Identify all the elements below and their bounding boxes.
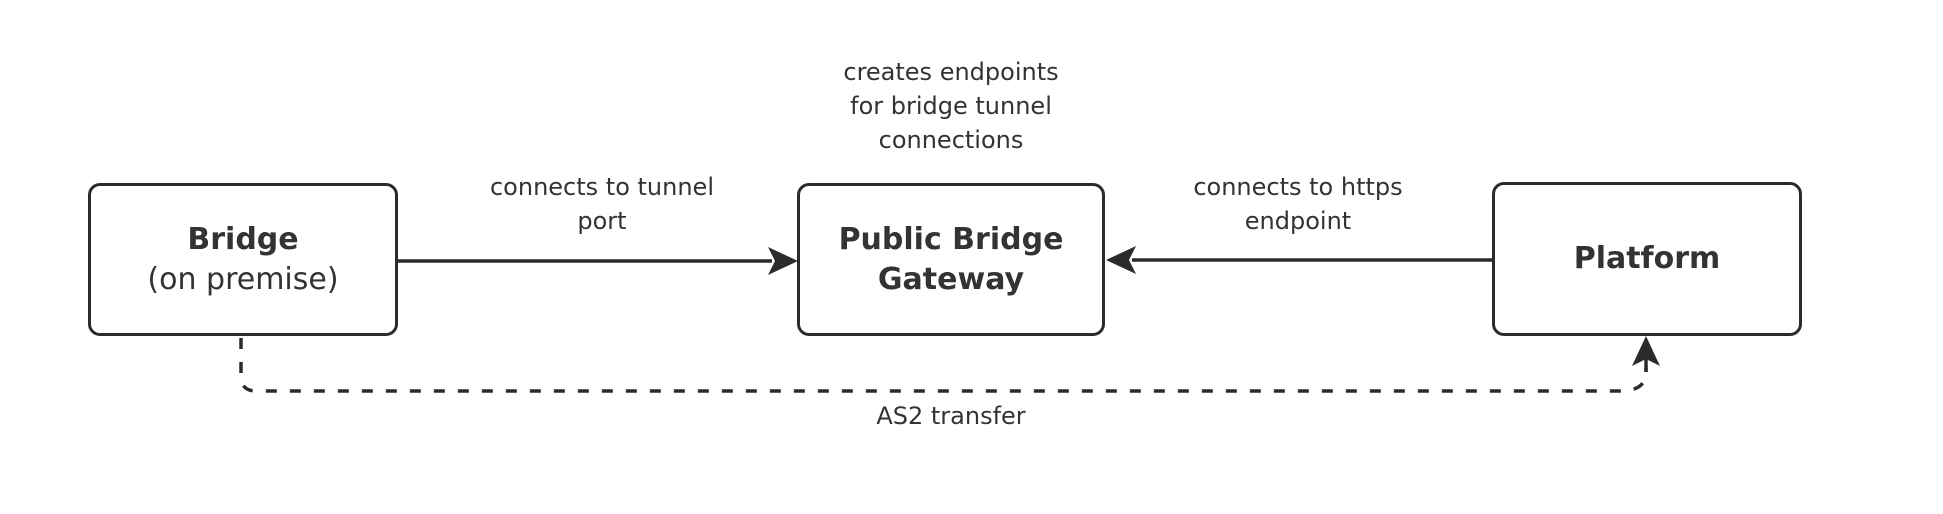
edge-label-as2-transfer: AS2 transfer	[876, 402, 1026, 430]
node-public-bridge-gateway: Public Bridge Gateway	[797, 183, 1105, 336]
arrowhead-right-icon	[768, 247, 798, 275]
arrowhead-up-icon	[1632, 336, 1660, 366]
edge-label-tunnel-port: connects to tunnel port	[489, 173, 714, 235]
edge-bridge-to-gateway	[398, 247, 798, 275]
edge-label-https-endpoint: connects to https endpoint	[1193, 173, 1403, 235]
node-bridge-subtitle: (on premise)	[147, 261, 339, 297]
node-platform-title: Platform	[1573, 241, 1721, 276]
node-public-bridge-gateway-title: Public Bridge Gateway	[838, 221, 1064, 297]
gateway-annotation: creates endpoints for bridge tunnel conn…	[843, 58, 1059, 154]
edge-platform-to-gateway	[1106, 246, 1492, 274]
node-bridge: Bridge (on premise)	[88, 183, 398, 336]
edge-bridge-to-platform	[239, 336, 1660, 393]
node-platform: Platform	[1492, 182, 1802, 336]
node-bridge-title: Bridge	[187, 221, 299, 257]
arrowhead-left-icon	[1106, 246, 1136, 274]
